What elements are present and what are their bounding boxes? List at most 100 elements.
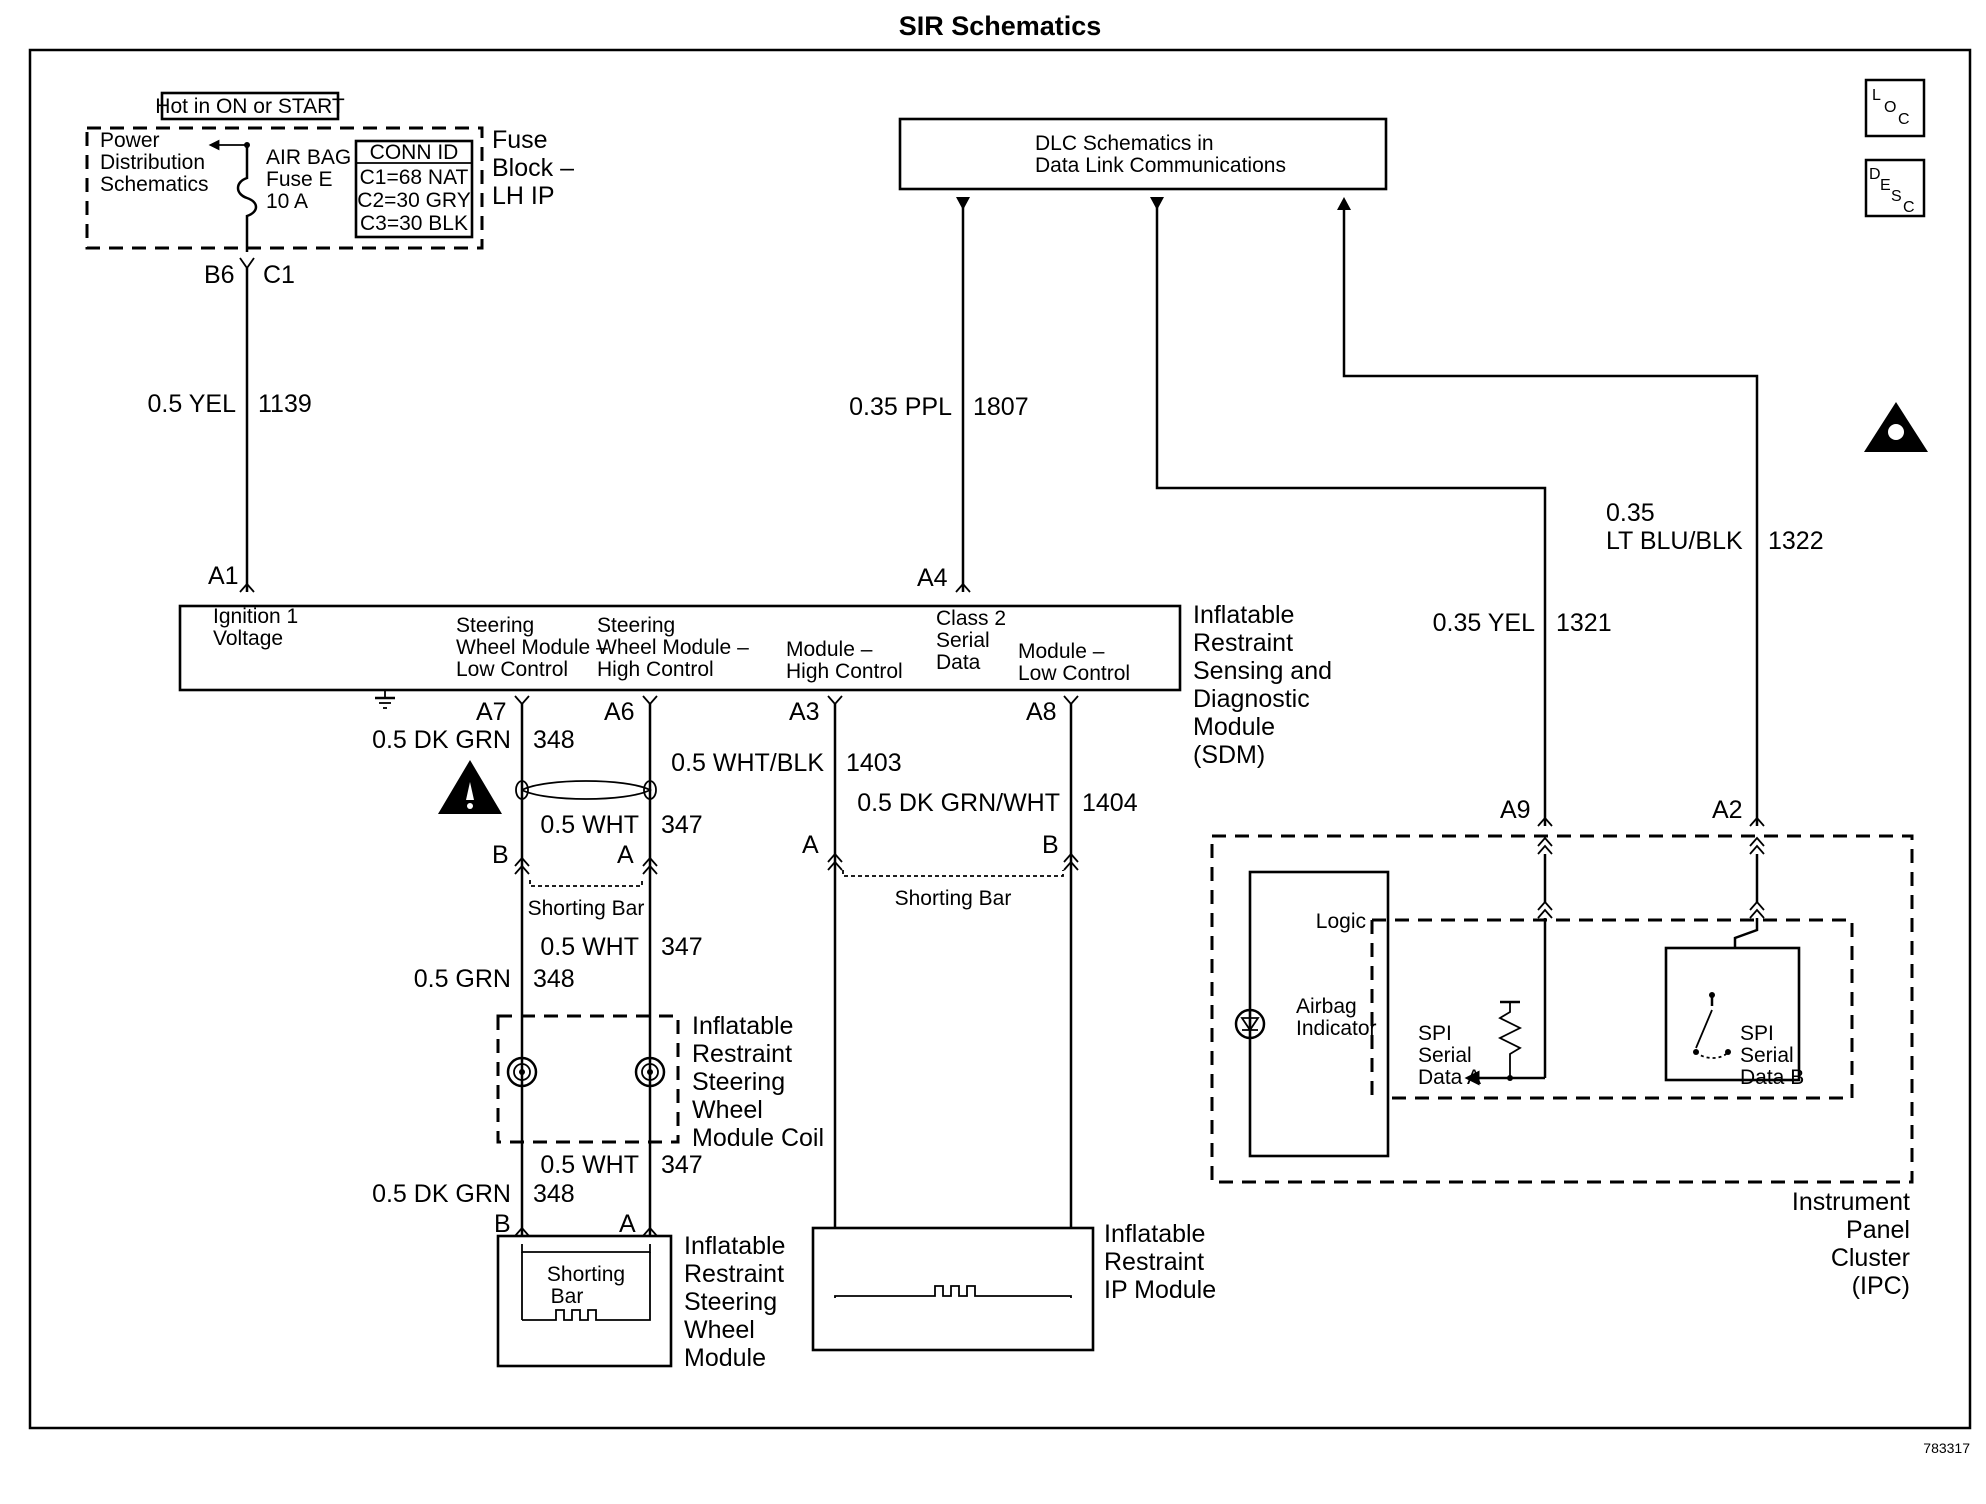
- svg-text:DLC Schematics in: DLC Schematics in: [1035, 132, 1214, 155]
- svg-text:347: 347: [661, 933, 703, 961]
- svg-text:Shorting Bar: Shorting Bar: [528, 897, 645, 920]
- svg-text:B6: B6: [204, 261, 235, 289]
- svg-text:A3: A3: [789, 698, 820, 726]
- svg-text:A: A: [619, 1210, 636, 1238]
- svg-text:O: O: [1884, 99, 1896, 116]
- svg-text:A: A: [802, 831, 819, 859]
- svg-text:348: 348: [533, 1180, 575, 1208]
- svg-text:A1: A1: [208, 562, 239, 590]
- page-title: SIR Schematics: [899, 11, 1102, 41]
- svg-text:S: S: [1891, 188, 1902, 205]
- svg-text:347: 347: [661, 1151, 703, 1179]
- airbag-indicator-lamp-icon: [1234, 1008, 1266, 1040]
- fuse-block: Hot in ON or START Power Distribution Sc…: [85, 91, 581, 289]
- svg-text:C1: C1: [263, 261, 295, 289]
- svg-text:B: B: [1042, 831, 1059, 859]
- svg-text:E: E: [1880, 177, 1891, 194]
- svg-text:A4: A4: [917, 564, 948, 592]
- svg-text:0.35 YEL: 0.35 YEL: [1433, 609, 1536, 637]
- svg-text:LT BLU/BLK: LT BLU/BLK: [1606, 527, 1743, 555]
- diagram-frame: [28, 48, 1972, 1430]
- svg-text:Shorting: Shorting: [547, 1263, 625, 1286]
- svg-text:0.35: 0.35: [1606, 499, 1655, 527]
- wire-labels: 0.5 YEL 1139 0.35 PPL 1807 0.35 LT BLU/B…: [147, 390, 1823, 637]
- lower-wiring: [514, 695, 1079, 1328]
- svg-text:1321: 1321: [1556, 609, 1612, 637]
- svg-text:C: C: [1903, 199, 1915, 216]
- svg-text:C3=30 BLK: C3=30 BLK: [360, 212, 468, 235]
- svg-text:Bar: Bar: [551, 1285, 584, 1308]
- switch-icon: [1695, 1009, 1713, 1049]
- svg-text:0.5 WHT: 0.5 WHT: [540, 811, 639, 839]
- fuse-block-label: Fuse Block – LH IP: [492, 126, 581, 210]
- svg-text:B: B: [492, 841, 509, 869]
- svg-text:348: 348: [533, 726, 575, 754]
- svg-text:0.5 DK GRN: 0.5 DK GRN: [372, 726, 511, 754]
- svg-text:C2=30 GRY: C2=30 GRY: [357, 189, 470, 212]
- lower-wire-labels: 0.5 DK GRN 348 0.5 WHT/BLK 1403 0.5 DK G…: [372, 726, 1138, 1238]
- figure-number: 783317: [1923, 1440, 1970, 1456]
- svg-text:CONN ID: CONN ID: [370, 141, 459, 164]
- hot-label-box: [160, 91, 340, 121]
- ground-icon: [375, 690, 395, 709]
- svg-text:A8: A8: [1026, 698, 1057, 726]
- wiring: [239, 197, 1765, 827]
- svg-text:1404: 1404: [1082, 789, 1138, 817]
- svg-text:Module –High Control: Module –High Control: [786, 638, 903, 683]
- svg-text:0.5 GRN: 0.5 GRN: [414, 965, 511, 993]
- svg-text:A: A: [617, 841, 634, 869]
- svg-text:1807: 1807: [973, 393, 1029, 421]
- svg-text:0.35 PPL: 0.35 PPL: [849, 393, 952, 421]
- svg-text:347: 347: [661, 811, 703, 839]
- hot-label: Hot in ON or START: [155, 95, 345, 118]
- resistor-icon: [1497, 1002, 1523, 1078]
- svg-text:C1=68 NAT: C1=68 NAT: [360, 166, 469, 189]
- svg-text:Module –Low Control: Module –Low Control: [1018, 640, 1130, 685]
- warning-icon: [438, 760, 502, 814]
- svg-text:A6: A6: [604, 698, 635, 726]
- svg-text:Logic: Logic: [1316, 910, 1366, 933]
- svg-text:1403: 1403: [846, 749, 902, 777]
- svg-text:A2: A2: [1712, 796, 1743, 824]
- svg-text:D: D: [1869, 166, 1881, 183]
- svg-text:Shorting Bar: Shorting Bar: [895, 887, 1012, 910]
- fuse-icon: [236, 145, 258, 252]
- svg-text:348: 348: [533, 965, 575, 993]
- svg-text:B: B: [494, 1210, 511, 1238]
- svg-text:0.5 WHT/BLK: 0.5 WHT/BLK: [671, 749, 824, 777]
- svg-text:0.5 DK GRN: 0.5 DK GRN: [372, 1180, 511, 1208]
- power-distribution-label: Power Distribution Schematics: [100, 129, 211, 196]
- esd-caution-icon: [1864, 402, 1928, 452]
- svg-text:Data Link Communications: Data Link Communications: [1035, 154, 1286, 177]
- conn-id-table: [354, 139, 474, 239]
- svg-text:0.5 WHT: 0.5 WHT: [540, 1151, 639, 1179]
- svg-text:L: L: [1872, 87, 1881, 104]
- dlc-box: DLC Schematics in Data Link Communicatio…: [898, 117, 1388, 191]
- fuse-label: AIR BAG Fuse E 10 A: [266, 146, 357, 213]
- svg-text:0.5 WHT: 0.5 WHT: [540, 933, 639, 961]
- loc-icon[interactable]: LOC: [1864, 78, 1926, 138]
- svg-text:0.5 DK GRN/WHT: 0.5 DK GRN/WHT: [857, 789, 1060, 817]
- svg-text:A7: A7: [476, 698, 507, 726]
- svg-text:0.5 YEL: 0.5 YEL: [147, 390, 236, 418]
- svg-text:A9: A9: [1500, 796, 1531, 824]
